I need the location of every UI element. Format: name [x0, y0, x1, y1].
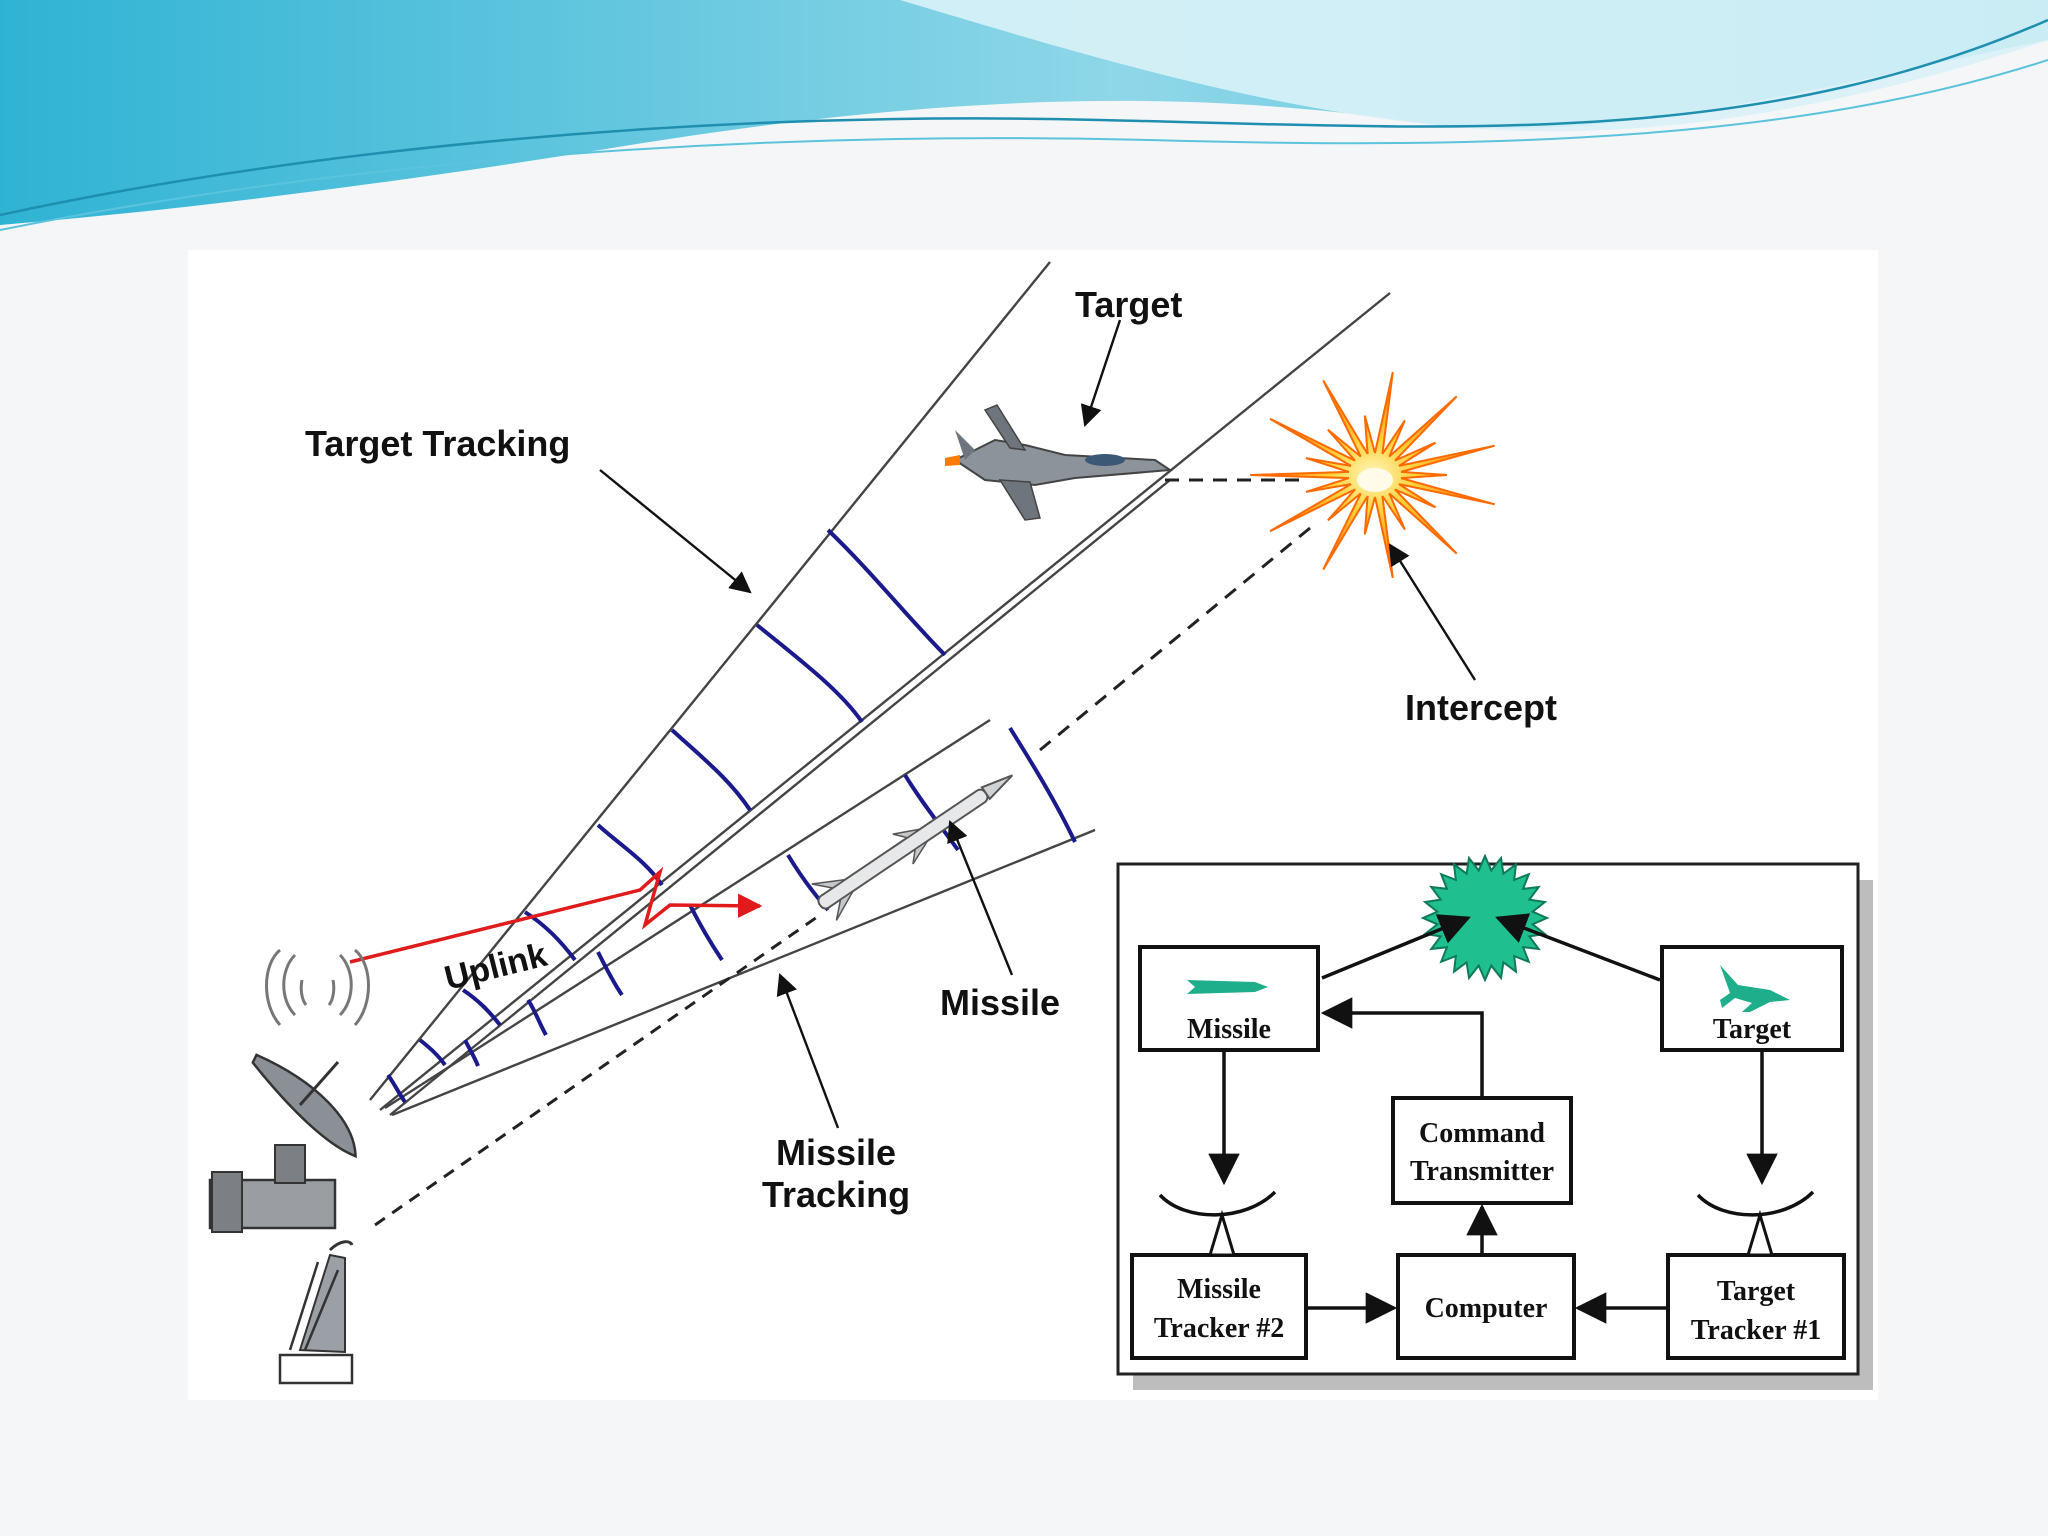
intercept-label: Intercept	[1405, 687, 1557, 728]
radar-dish-icon	[208, 1053, 357, 1233]
block-computer: Computer	[1396, 1253, 1576, 1360]
target-to-intercept-arrow	[1495, 913, 1661, 982]
target-tracking-beam	[369, 261, 1391, 1116]
block-diagram: Missile Target Command Transmitter Missi…	[1116, 853, 1873, 1390]
missile-flight-path	[374, 913, 821, 1227]
missile-tracking-label-line2: Tracking	[762, 1174, 910, 1215]
header-wave	[0, 0, 2048, 231]
target-tracking-label: Target Tracking	[305, 423, 570, 464]
target-label: Target	[1075, 284, 1182, 325]
missile-label: Missile	[940, 982, 1060, 1023]
radio-wave-icon	[265, 948, 370, 1027]
block-target-label: Target	[1713, 1014, 1792, 1045]
missile-tracking-beam	[384, 718, 1096, 1117]
explosion-icon	[1250, 371, 1495, 579]
jet-icon	[1720, 965, 1790, 1012]
target-tracker-label-line2: Tracker #1	[1691, 1315, 1821, 1346]
missile-callout-arrow	[947, 819, 1014, 976]
target-tracker-label-line1: Target	[1717, 1276, 1796, 1307]
missile-tracker-label-line1: Missile	[1177, 1274, 1261, 1305]
missile-to-intercept-path	[1039, 526, 1311, 752]
command-transmitter-label-line2: Transmitter	[1410, 1156, 1554, 1187]
block-command-transmitter: Command Transmitter	[1391, 1096, 1573, 1205]
transmitter-to-missile-arrow	[1320, 997, 1484, 1098]
tracking-antenna-icon	[278, 1240, 354, 1385]
target-tracker-dish-icon	[1696, 1190, 1815, 1257]
intercept-star-icon	[1420, 853, 1550, 983]
intercept-callout-arrow	[1388, 543, 1477, 681]
missile-tracking-label-line1: Missile	[776, 1132, 896, 1173]
missile-tracker-dish-icon	[1158, 1190, 1277, 1257]
block-target: Target	[1660, 945, 1844, 1052]
fighter-jet-icon	[945, 404, 1173, 521]
uplink-signal	[349, 866, 763, 964]
block-target-tracker: Target Tracker #1	[1666, 1253, 1846, 1360]
missile-to-intercept-arrow	[1321, 914, 1471, 980]
block-missile-tracker: Missile Tracker #2	[1130, 1253, 1308, 1360]
missile-icon	[811, 774, 1014, 921]
missile-range-marks	[386, 726, 1077, 1104]
command-transmitter-label-line1: Command	[1419, 1118, 1545, 1149]
target-callout-arrow	[1080, 319, 1122, 428]
target-tracking-callout-arrow	[599, 469, 752, 594]
missile-icon	[1187, 980, 1268, 994]
missile-tracker-label-line2: Tracker #2	[1154, 1313, 1284, 1344]
computer-label: Computer	[1425, 1293, 1548, 1324]
block-missile-label: Missile	[1187, 1014, 1271, 1045]
block-missile: Missile	[1138, 945, 1320, 1052]
missile-tracking-callout-arrow	[776, 972, 840, 1129]
target-range-marks	[418, 528, 947, 1067]
